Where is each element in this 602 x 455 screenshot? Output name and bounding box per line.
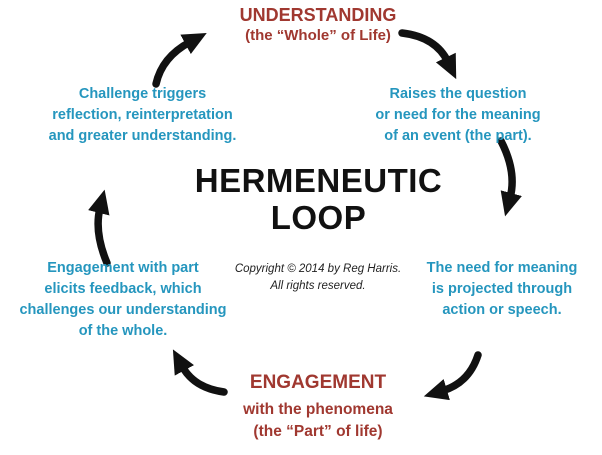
arrow-question-to-projection-icon — [497, 137, 522, 217]
arrow-challenge-to-understanding-icon — [152, 33, 207, 88]
understanding-subheading: (the “Whole” of Life) — [245, 27, 391, 44]
engagement-heading: ENGAGEMENT — [249, 372, 387, 393]
step-raises-question: Raises the question or need for the mean… — [375, 86, 541, 145]
engagement-subheading: with the phenomena (the “Part” of life) — [243, 401, 393, 440]
step-challenge-triggers: Challenge triggers reflection, reinterpr… — [48, 86, 237, 145]
step-need-projected: The need for meaning is projected throug… — [426, 260, 578, 319]
copyright-text: Copyright © 2014 by Reg Harris. All righ… — [234, 263, 402, 292]
arrow-feedback-to-challenge-icon — [88, 189, 111, 267]
step-engagement-feedback: Engagement with part elicits feedback, w… — [19, 260, 227, 340]
diagram-title: HERMENEUTIC LOOP — [194, 162, 443, 236]
understanding-heading: UNDERSTANDING — [239, 5, 397, 25]
